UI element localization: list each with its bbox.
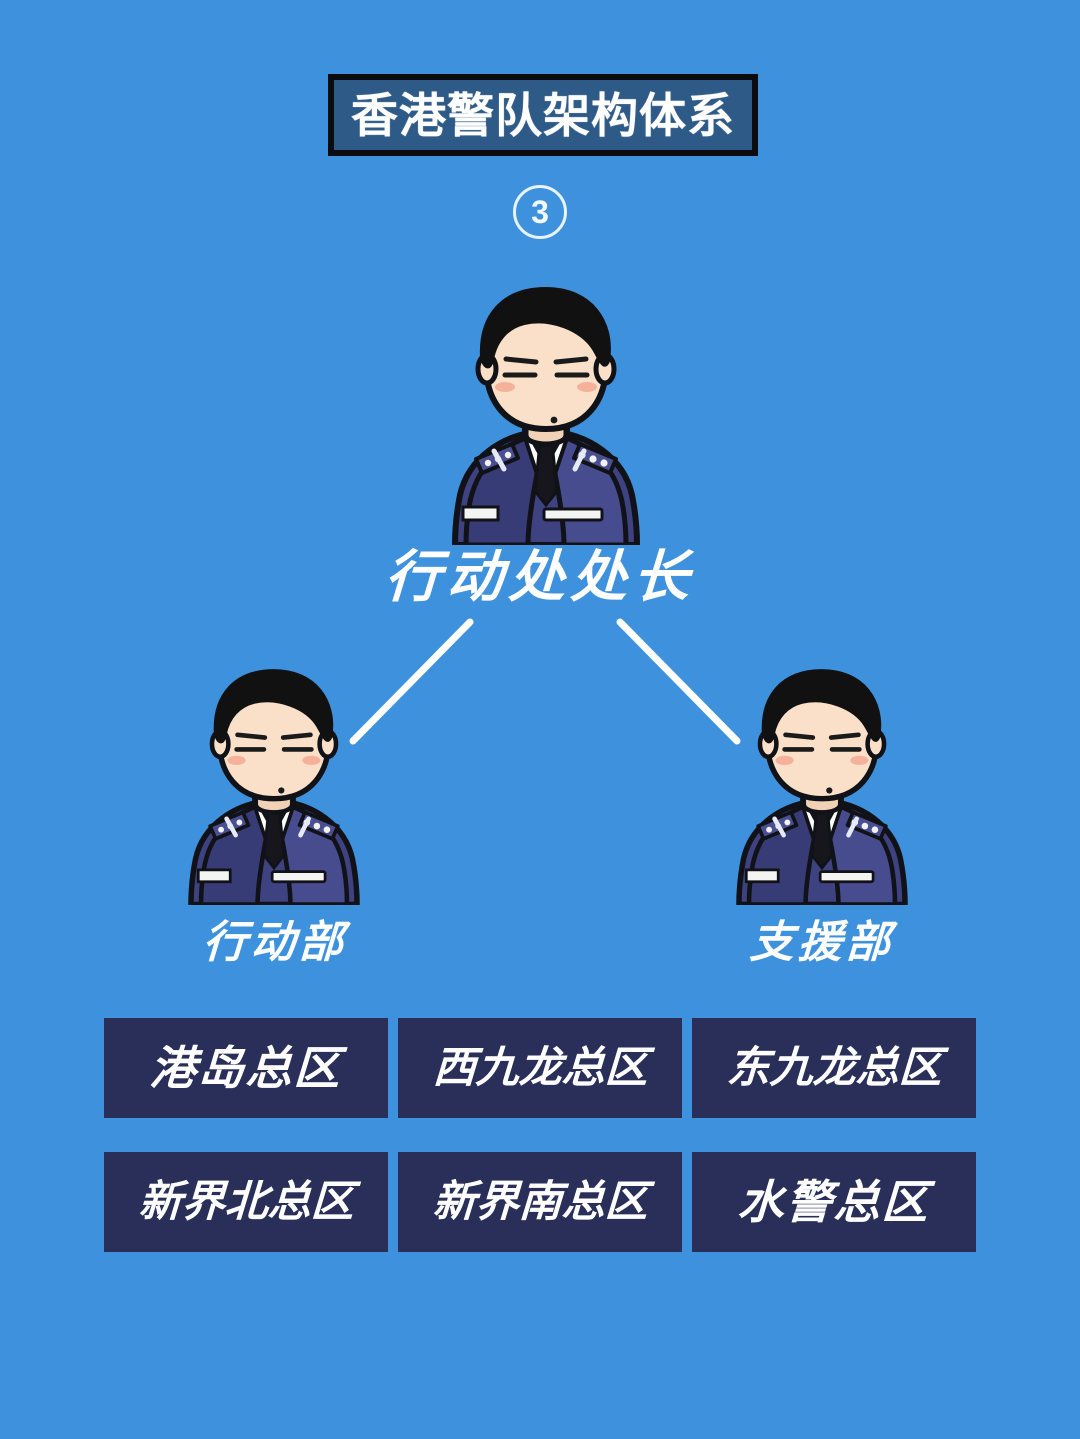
avatar-director-operations (432, 283, 660, 545)
region-label: 西九龙总区 (431, 1042, 649, 1093)
region-box[interactable]: 港岛总区 (104, 1018, 388, 1118)
avatar-operations-wing (170, 665, 378, 905)
region-box[interactable]: 新界北总区 (104, 1152, 388, 1252)
region-box[interactable]: 西九龙总区 (398, 1018, 682, 1118)
region-label: 港岛总区 (148, 1041, 344, 1095)
police-officer-icon (736, 669, 908, 905)
node-label-director-operations: 行动处处长 (383, 544, 697, 610)
police-officer-icon (452, 287, 640, 545)
region-label: 东九龙总区 (725, 1042, 943, 1093)
node-label-support-wing: 支援部 (748, 917, 896, 968)
region-box-grid: 港岛总区 西九龙总区 东九龙总区 新界北总区 新界南总区 水警总区 (104, 1018, 976, 1252)
region-box[interactable]: 新界南总区 (398, 1152, 682, 1252)
node-label-operations-wing: 行动部 (201, 917, 349, 968)
region-box[interactable]: 水警总区 (692, 1152, 976, 1252)
avatar-support-wing (718, 665, 926, 905)
region-label: 新界南总区 (431, 1176, 649, 1227)
page-title-box: 香港警队架构体系 (328, 74, 758, 156)
region-box[interactable]: 东九龙总区 (692, 1018, 976, 1118)
page-number-text: 3 (531, 194, 549, 230)
region-label: 水警总区 (736, 1175, 932, 1229)
police-officer-icon (188, 669, 360, 905)
page-number-badge: 3 (513, 185, 567, 239)
page-title: 香港警队架构体系 (351, 88, 735, 142)
region-label: 新界北总区 (137, 1176, 355, 1227)
